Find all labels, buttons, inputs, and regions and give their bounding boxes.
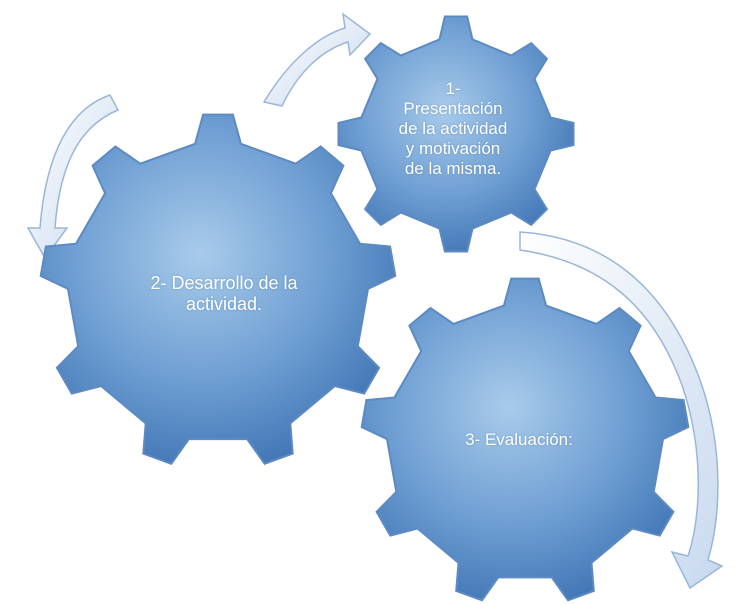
curved-arrow-icon <box>26 94 120 260</box>
gear-2-label: 2- Desarrollo de la actividad. <box>150 273 298 315</box>
gear-body <box>39 113 397 466</box>
curved-arrow-icon <box>262 12 372 107</box>
gear-body <box>337 15 575 253</box>
gear-icon <box>360 277 690 602</box>
gear-3-label: 3- Evaluación: <box>465 430 573 449</box>
curved-arrow-icon <box>519 231 724 590</box>
gear-icon <box>39 113 397 466</box>
gear-body <box>360 277 690 602</box>
gear-1-label: 1- Presentación de la actividad y motiva… <box>398 79 508 179</box>
gear-icon <box>337 15 575 253</box>
